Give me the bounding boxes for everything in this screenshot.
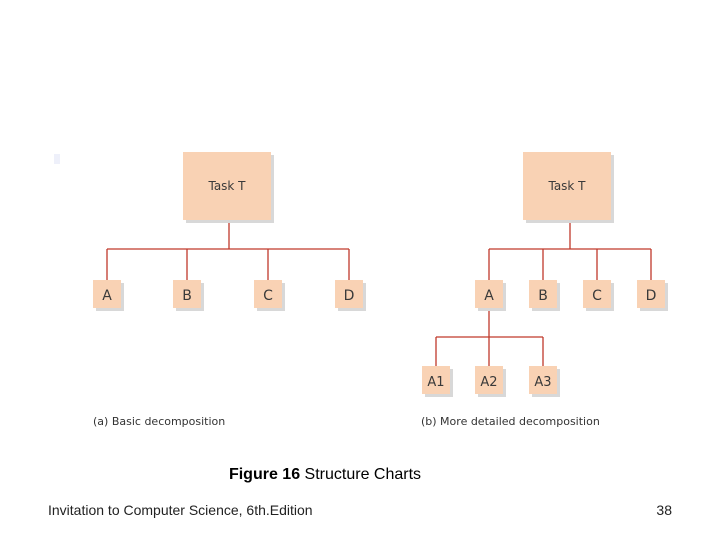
task-label-b: Task T xyxy=(547,179,586,193)
task-box-a xyxy=(183,152,271,220)
figure-title: Structure Charts xyxy=(304,466,422,483)
sub-label-a2: A2 xyxy=(480,375,497,390)
child-label-b-a: A xyxy=(484,288,494,304)
footer-book-title: Invitation to Computer Science, 6th.Edit… xyxy=(48,502,313,518)
child-box-b-d xyxy=(637,280,665,308)
child-label-a-a: A xyxy=(102,288,112,304)
child-label-b-d: D xyxy=(646,288,657,304)
footer-page-number: 38 xyxy=(656,502,672,518)
child-box-a-c xyxy=(254,280,282,308)
child-box-b-c xyxy=(583,280,611,308)
child-box-b-b xyxy=(529,280,557,308)
sub-box-a1 xyxy=(422,366,450,394)
sub-box-a2 xyxy=(475,366,503,394)
task-box-b xyxy=(523,152,611,220)
child-box-b-a xyxy=(475,280,503,308)
figure-label: Figure 16 xyxy=(228,466,301,483)
child-label-b-c: C xyxy=(592,288,602,304)
sub-label-a3: A3 xyxy=(534,375,551,390)
child-box-a-b xyxy=(173,280,201,308)
caption-a: (a) Basic decomposition xyxy=(93,415,225,428)
diagram-b: Task T A B C D A1 A2 A3 (b) More detaile… xyxy=(421,152,668,428)
child-label-a-d: D xyxy=(344,288,355,304)
figure-caption: Figure 16 Structure Charts xyxy=(0,466,650,484)
task-label-a: Task T xyxy=(207,179,246,193)
child-label-b-b: B xyxy=(538,288,548,304)
child-box-a-a xyxy=(93,280,121,308)
slide-corner-mark xyxy=(54,154,60,164)
diagram-a: Task T A B C D (a) Basic decomposition xyxy=(93,152,366,428)
sub-box-a3 xyxy=(529,366,557,394)
child-label-a-c: C xyxy=(263,288,273,304)
child-box-a-d xyxy=(335,280,363,308)
child-label-a-b: B xyxy=(182,288,192,304)
caption-b: (b) More detailed decomposition xyxy=(421,415,600,428)
sub-label-a1: A1 xyxy=(427,375,444,390)
